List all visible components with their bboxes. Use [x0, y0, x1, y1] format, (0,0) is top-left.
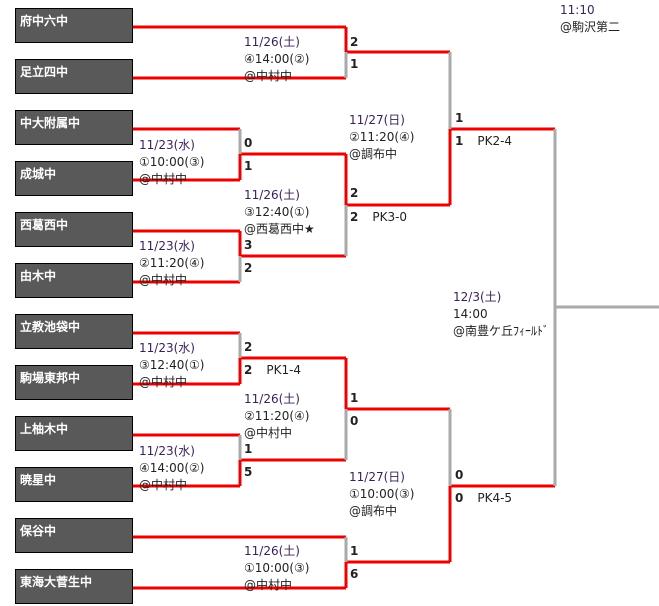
match-date: 11/23(水) [139, 444, 195, 458]
score: 1 [244, 442, 253, 456]
match-info-final: 12/3(土) 14:00 @南豊ケ丘ﾌｨｰﾙﾄﾞ [453, 289, 549, 340]
match-date: 12/3(土) [453, 290, 502, 304]
match-venue: @中村中 [139, 172, 188, 186]
other-match-info: 11:10 @駒沢第二 [560, 2, 620, 36]
team-box: 立教池袋中 [15, 314, 133, 349]
match-venue: @中村中 [244, 69, 293, 83]
match-time: 11:10 [560, 3, 595, 17]
match-info-r2c: 11/26(土) ②11:20(④) @中村中 [244, 391, 309, 442]
match-time: ①10:00(③) [349, 487, 415, 501]
score: 2 [244, 261, 253, 275]
match-info-sfa: 11/27(日) ②11:20(④) @調布中 [349, 112, 414, 163]
match-info-r2a: 11/26(土) ④14:00(②) @中村中 [244, 34, 309, 85]
score: 2 [350, 186, 359, 200]
score-value: 2 [350, 210, 359, 224]
match-time: ①10:00(③) [244, 561, 310, 575]
team-box: 府中六中 [15, 8, 133, 43]
match-date: 11/26(土) [244, 188, 300, 202]
match-info-r1b: 11/23(水) ②11:20(④) @中村中 [139, 238, 204, 289]
score: 6 [350, 567, 359, 581]
match-venue: @西葛西中★ [244, 222, 315, 236]
score: 1 [350, 544, 359, 558]
score-value: 0 [455, 491, 464, 505]
score: 2 PK3-0 [350, 210, 407, 224]
match-time: ④14:00(②) [244, 52, 310, 66]
match-time: ②11:20(④) [139, 256, 205, 270]
score: 5 [244, 465, 253, 479]
match-venue: @中村中 [139, 375, 188, 389]
team-box: 足立四中 [15, 59, 133, 94]
match-venue: @駒沢第二 [560, 20, 621, 34]
score-value: 1 [455, 134, 464, 148]
match-info-r2d: 11/26(土) ①10:00(③) @中村中 [244, 543, 309, 594]
score: 2 [350, 35, 359, 49]
pk-result: PK1-4 [266, 363, 302, 377]
match-time: ②11:20(④) [349, 130, 415, 144]
team-box: 成城中 [15, 161, 133, 196]
pk-result: PK3-0 [372, 210, 408, 224]
score: 2 PK1-4 [244, 363, 301, 377]
score: 0 [244, 136, 253, 150]
pk-result: PK2-4 [477, 134, 513, 148]
match-date: 11/27(日) [349, 470, 405, 484]
score: 1 [244, 159, 253, 173]
pk-result: PK4-5 [477, 491, 513, 505]
match-date: 11/26(土) [244, 544, 300, 558]
team-box: 駒場東邦中 [15, 365, 133, 400]
score: 3 [244, 238, 253, 252]
score: 1 PK2-4 [455, 134, 512, 148]
match-venue: @中村中 [244, 426, 293, 440]
team-box: 暁星中 [15, 467, 133, 502]
match-venue: @調布中 [349, 504, 398, 518]
score: 1 [455, 111, 464, 125]
score: 0 [455, 468, 464, 482]
team-box: 上柚木中 [15, 416, 133, 451]
match-time: ③12:40(①) [244, 205, 310, 219]
match-date: 11/26(土) [244, 35, 300, 49]
match-info-r1a: 11/23(水) ①10:00(③) @中村中 [139, 137, 204, 188]
match-venue: @中村中 [139, 478, 188, 492]
match-time: ②11:20(④) [244, 409, 310, 423]
score-value: 2 [244, 363, 253, 377]
match-date: 11/26(土) [244, 392, 300, 406]
match-time: 14:00 [453, 307, 488, 321]
match-time: ③12:40(①) [139, 358, 205, 372]
match-date: 11/23(水) [139, 341, 195, 355]
score: 1 [350, 391, 359, 405]
score: 0 [350, 414, 359, 428]
match-info-sfb: 11/27(日) ①10:00(③) @調布中 [349, 469, 414, 520]
match-venue: @南豊ケ丘ﾌｨｰﾙﾄﾞ [453, 324, 550, 338]
match-date: 11/23(水) [139, 239, 195, 253]
match-venue: @中村中 [139, 273, 188, 287]
score: 0 PK4-5 [455, 491, 512, 505]
team-box: 中大附属中 [15, 110, 133, 145]
match-time: ①10:00(③) [139, 155, 205, 169]
score: 2 [244, 340, 253, 354]
match-date: 11/23(水) [139, 138, 195, 152]
score: 1 [350, 57, 359, 71]
team-box: 西葛西中 [15, 212, 133, 247]
team-box: 由木中 [15, 263, 133, 298]
match-time: ④14:00(②) [139, 461, 205, 475]
match-info-r1d: 11/23(水) ④14:00(②) @中村中 [139, 443, 204, 494]
team-box: 東海大菅生中 [15, 569, 133, 604]
match-venue: @調布中 [349, 147, 398, 161]
match-info-r1c: 11/23(水) ③12:40(①) @中村中 [139, 340, 204, 391]
match-date: 11/27(日) [349, 113, 405, 127]
match-venue: @中村中 [244, 578, 293, 592]
match-info-r2b: 11/26(土) ③12:40(①) @西葛西中★ [244, 187, 315, 238]
team-box: 保谷中 [15, 518, 133, 553]
